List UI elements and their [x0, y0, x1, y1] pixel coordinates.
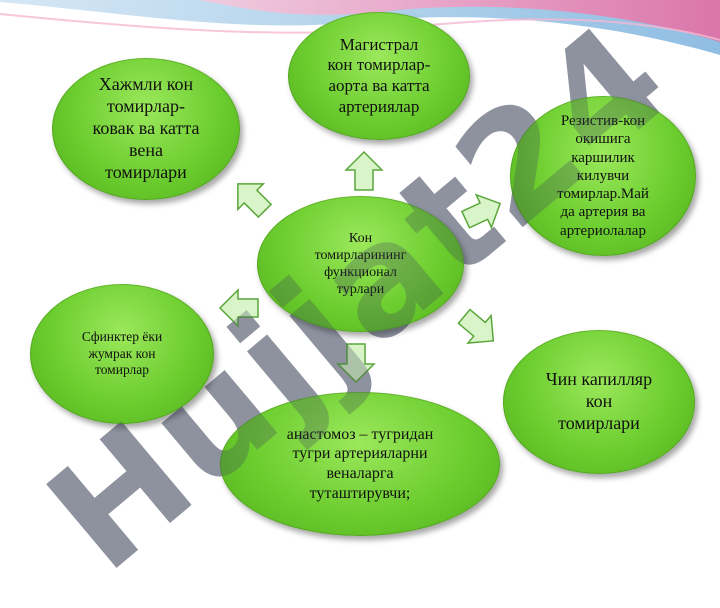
text-line: Сфинктер ёки	[81, 329, 163, 345]
text-line: веналарга	[326, 465, 394, 482]
node-anastomoz-text: анастомоз – тугридан тугри артерияларни ве…	[287, 425, 434, 503]
arrow-to-top	[344, 150, 384, 191]
node-anastomoz: анастомоз – тугридан тугри артерияларни ве…	[220, 392, 500, 536]
text-line: томирлари	[558, 412, 640, 433]
text-line: Хажмли кон	[98, 74, 194, 95]
text-line: анастомоз – тугридан	[286, 425, 434, 443]
text-line: каршилик	[571, 149, 635, 166]
text-line: томирлар-	[106, 96, 186, 117]
text-line: артериялар	[338, 96, 420, 116]
arrow-to-bottom-right	[457, 308, 495, 344]
arrow-to-top-left	[237, 183, 273, 219]
text-line: Кон	[348, 230, 373, 246]
text-line: туташтирувчи;	[309, 484, 411, 502]
text-line: томирларининг	[314, 247, 407, 263]
arrow-to-bottom	[336, 343, 376, 384]
text-line: да артерия ва	[560, 204, 646, 221]
text-line: турлари	[336, 282, 385, 298]
arrow-to-left	[218, 288, 259, 328]
text-line: томирлар.Май	[557, 186, 649, 203]
text-line: Чин капилляр	[545, 369, 653, 390]
text-line: функционал	[324, 265, 397, 280]
arrow-to-right	[460, 193, 502, 230]
text-line: жумрак кон	[88, 345, 156, 361]
text-line: тугри артерияларни	[292, 445, 428, 463]
text-line: килувчи	[576, 167, 630, 184]
text-line: кон	[585, 391, 613, 412]
text-line: томирлар	[94, 362, 150, 378]
text-line: ковак ва катта	[92, 118, 200, 139]
text-line: аорта ва катта	[328, 76, 430, 95]
arrows-layer	[218, 150, 502, 384]
text-line: Резистив-кон	[560, 112, 646, 129]
text-line: окишига	[575, 131, 631, 148]
text-line: Магистрал	[339, 34, 419, 54]
text-line: томирлари	[105, 161, 187, 182]
text-line: артериолалар	[560, 222, 646, 239]
text-line: кон томирлар-	[327, 55, 431, 75]
text-line: вена	[128, 139, 163, 160]
